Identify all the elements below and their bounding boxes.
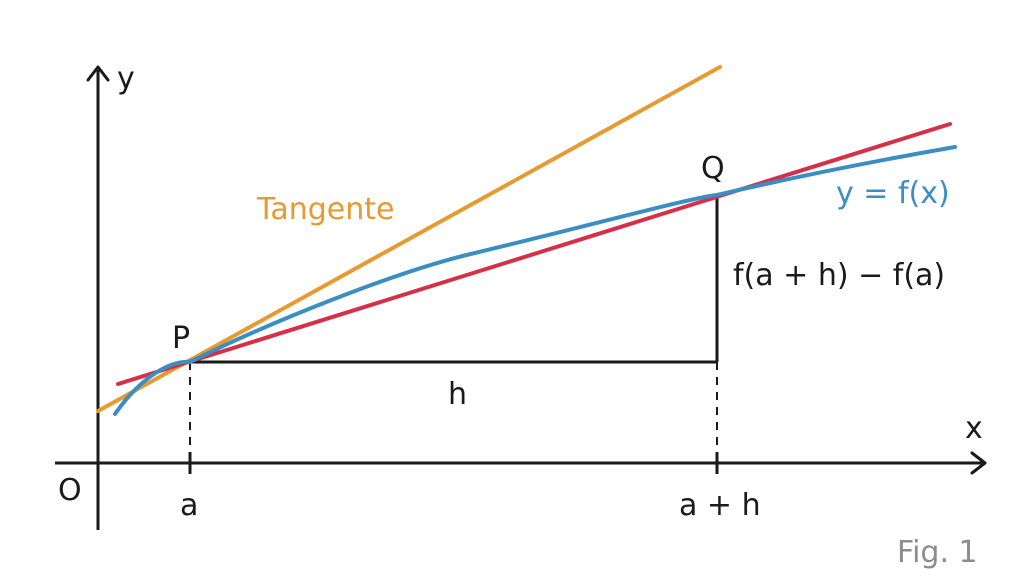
tangent-line (96, 65, 722, 413)
figure-number: Fig. 1 (897, 535, 978, 570)
function-curve (113, 145, 957, 416)
y-axis-arrowhead (86, 65, 110, 82)
tangent-label: Tangente (256, 192, 395, 227)
x-axis-arrowhead (970, 451, 987, 475)
tick-label-a: a (180, 488, 198, 523)
origin-label: O (58, 473, 82, 508)
h-label: h (448, 377, 467, 412)
curve-label: y = f(x) (836, 176, 950, 211)
point-q-label: Q (701, 151, 725, 186)
difference-label: f(a + h) − f(a) (733, 258, 945, 293)
y-axis-label: y (117, 61, 135, 96)
x-axis-label: x (965, 411, 983, 446)
secant-line (116, 122, 952, 386)
point-p-label: P (172, 321, 190, 356)
tick-label-a-plus-h: a + h (679, 488, 761, 523)
